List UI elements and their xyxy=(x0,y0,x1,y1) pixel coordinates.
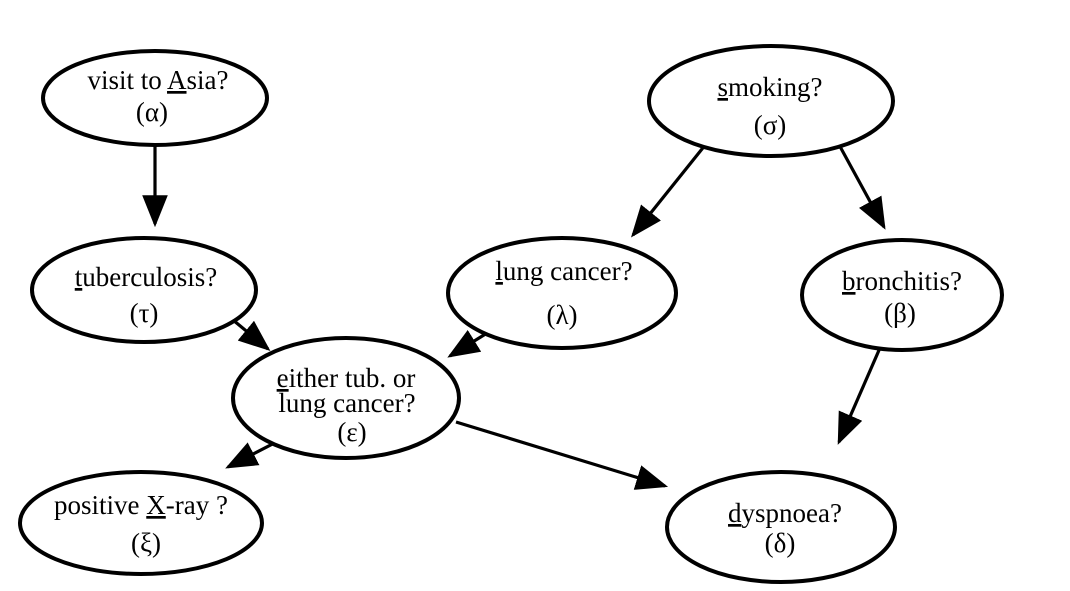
node-symbol: (ξ) xyxy=(131,528,161,558)
node-key-letter: b xyxy=(842,266,856,296)
svg-text:dyspnoea?: dyspnoea? xyxy=(728,498,842,528)
node-key-letter: t xyxy=(75,262,83,292)
svg-text:tuberculosis?: tuberculosis? xyxy=(75,262,217,292)
node-label: ronchitis? xyxy=(856,266,962,296)
node-symbol: (τ) xyxy=(130,298,159,328)
node-key-letter: l xyxy=(495,256,503,286)
node-label: uberculosis? xyxy=(82,262,217,292)
node-label-line2: lung cancer? xyxy=(278,388,415,418)
svg-text:lung cancer?: lung cancer? xyxy=(495,256,632,286)
node-key-letter: X xyxy=(146,490,166,520)
node-key-letter: d xyxy=(728,498,742,528)
node-either-tub-or-lung-cancer[interactable]: either tub. or lung cancer? (ε) xyxy=(231,336,461,460)
node-symbol: (λ) xyxy=(546,300,577,330)
node-symbol: (β) xyxy=(884,298,916,328)
node-key-letter: s xyxy=(717,72,728,102)
edge-smoking-to-bronchitis xyxy=(835,140,886,230)
node-shape xyxy=(800,238,1004,352)
svg-text:visit to Asia?: visit to Asia? xyxy=(87,65,228,95)
edge-bronchitis-to-dyspnoea xyxy=(837,340,885,445)
node-symbol: (ε) xyxy=(337,417,366,447)
node-shape xyxy=(18,470,264,576)
svg-text:either tub. or: either tub. or xyxy=(277,363,416,393)
nodes: visit to Asia? (α) smoking? (σ) tubercul… xyxy=(18,44,1004,584)
edge-either-to-dyspnoea xyxy=(455,420,669,490)
node-symbol: (σ) xyxy=(754,110,787,140)
node-lung-cancer[interactable]: lung cancer? (λ) xyxy=(446,236,678,350)
node-shape xyxy=(446,236,678,350)
node-label: ung cancer? xyxy=(503,256,633,286)
node-shape xyxy=(647,44,895,158)
node-key-letter: A xyxy=(167,65,187,95)
node-tuberculosis[interactable]: tuberculosis? (τ) xyxy=(30,236,258,344)
node-symbol: (δ) xyxy=(765,528,796,558)
node-visit-to-asia[interactable]: visit to Asia? (α) xyxy=(41,49,269,147)
node-shape xyxy=(41,49,269,147)
node-bronchitis[interactable]: bronchitis? (β) xyxy=(800,238,1004,352)
svg-text:positive X-ray ?: positive X-ray ? xyxy=(54,490,228,520)
node-shape xyxy=(30,236,258,344)
edge-smoking-to-lung-cancer xyxy=(630,142,708,238)
node-smoking[interactable]: smoking? (σ) xyxy=(647,44,895,158)
node-key-letter: e xyxy=(277,363,289,393)
node-symbol: (α) xyxy=(136,97,168,127)
node-positive-xray[interactable]: positive X-ray ? (ξ) xyxy=(18,470,264,576)
node-dyspnoea[interactable]: dyspnoea? (δ) xyxy=(665,470,897,584)
node-label: yspnoea? xyxy=(742,498,842,528)
node-label-rest: -ray ? xyxy=(166,490,228,520)
node-label: moking? xyxy=(728,72,823,102)
node-label-rest: sia? xyxy=(187,65,229,95)
node-label: ither tub. or xyxy=(289,363,416,393)
edge-tuberculosis-to-either xyxy=(231,318,271,352)
node-shape xyxy=(665,470,897,584)
node-shape xyxy=(231,336,461,460)
svg-text:bronchitis?: bronchitis? xyxy=(842,266,962,296)
node-label: positive xyxy=(54,490,146,520)
node-label: visit to xyxy=(87,65,167,95)
svg-text:smoking?: smoking? xyxy=(717,72,822,102)
